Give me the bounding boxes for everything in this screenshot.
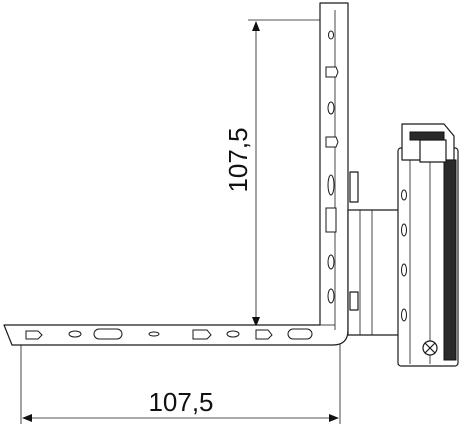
bracket-screw-slot xyxy=(25,330,43,340)
bracket-screw-slot xyxy=(192,329,212,340)
bracket-hole xyxy=(327,101,335,115)
bracket-screw-slot xyxy=(255,329,273,340)
bracket-slot xyxy=(93,328,123,340)
hinge-hole xyxy=(401,223,407,237)
hinge-body xyxy=(397,123,459,367)
hinge-pin-block xyxy=(347,209,401,336)
horizontal-dimension-label: 107,5 xyxy=(148,387,213,417)
bracket-hole xyxy=(327,254,335,270)
bracket-square-cutout xyxy=(325,207,337,233)
bracket-hole xyxy=(68,330,82,338)
hinge-hole xyxy=(401,308,407,322)
hinge-hole xyxy=(401,189,407,201)
hinge-pin-cap xyxy=(349,171,359,203)
horizontal-dimension: 107,5 xyxy=(20,344,341,424)
bracket-hole xyxy=(226,330,240,338)
bracket-hole xyxy=(327,174,335,196)
bracket-hole xyxy=(327,288,335,304)
bracket-screw-slot xyxy=(325,136,339,148)
bracket-screw-slot xyxy=(325,66,339,78)
hinge-pin-assembly xyxy=(347,171,401,336)
adjustment-screw-icon xyxy=(422,340,438,356)
hinge-hole xyxy=(401,263,407,277)
hinge-housing-side xyxy=(443,159,457,361)
bracket-slot xyxy=(287,328,313,340)
vertical-dimension-label: 107,5 xyxy=(223,127,253,192)
bracket-outline xyxy=(3,2,349,346)
bracket-hole xyxy=(328,30,334,40)
bracket-hole xyxy=(148,331,160,337)
corner-bracket xyxy=(3,2,349,346)
vertical-dimension: 107,5 xyxy=(223,19,320,329)
